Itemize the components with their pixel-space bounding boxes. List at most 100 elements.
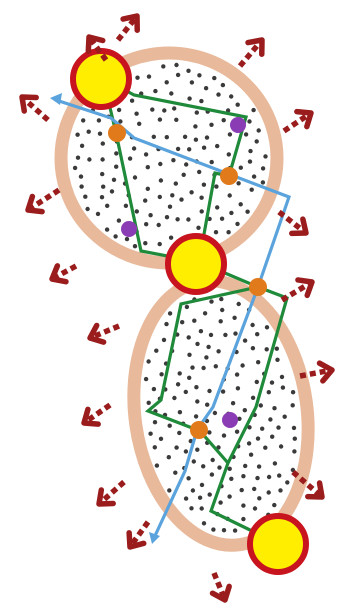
particle-dot: [100, 172, 104, 176]
particle-dot: [178, 410, 182, 414]
particle-dot: [189, 506, 193, 510]
orange-junction-dot-icon: [249, 278, 267, 296]
particle-dot: [180, 320, 184, 324]
particle-dot: [229, 211, 233, 215]
particle-dot: [292, 449, 296, 453]
particle-dot: [187, 376, 191, 380]
particle-dot: [257, 464, 261, 468]
particle-dot: [128, 156, 132, 160]
particle-dot: [221, 83, 225, 87]
particle-dot: [280, 375, 284, 379]
particle-dot: [187, 335, 191, 339]
particle-dot: [162, 108, 166, 112]
particle-dot: [214, 230, 218, 234]
particle-dot: [148, 432, 152, 436]
particle-dot: [202, 521, 206, 525]
particle-dot: [195, 342, 199, 346]
particle-dot: [132, 146, 136, 150]
particle-dot: [261, 166, 265, 170]
particle-dot: [153, 89, 157, 93]
particle-dot: [219, 319, 223, 323]
particle-dot: [244, 132, 248, 136]
dashed-outward-arrow-icon: [284, 106, 316, 131]
particle-dot: [253, 506, 257, 510]
particle-dot: [221, 389, 225, 393]
particle-dot: [159, 437, 163, 441]
particle-dot: [248, 149, 252, 153]
particle-dot: [169, 236, 173, 240]
particle-dot: [257, 496, 261, 500]
orange-junction-dot-icon: [108, 124, 126, 142]
particle-dot: [201, 366, 205, 370]
particle-dot: [209, 333, 213, 337]
particle-dot: [281, 385, 285, 389]
particle-dot: [187, 96, 191, 100]
particle-dot: [171, 158, 175, 162]
particle-dot: [235, 430, 239, 434]
particle-dot: [184, 390, 188, 394]
particle-dot: [147, 401, 151, 405]
particle-dot: [293, 437, 297, 441]
particle-dot: [75, 133, 79, 137]
particle-dot: [182, 173, 186, 177]
particle-dot: [265, 347, 269, 351]
particle-dot: [114, 165, 118, 169]
particle-dot: [207, 389, 211, 393]
particle-dot: [208, 492, 212, 496]
particle-dot: [80, 144, 84, 148]
particle-dot: [186, 476, 190, 480]
particle-dot: [101, 141, 105, 145]
particle-dot: [204, 355, 208, 359]
yellow-circle-node-icon: [250, 516, 306, 572]
particle-dot: [212, 76, 216, 80]
particle-dot: [137, 122, 141, 126]
particle-dot: [223, 333, 227, 337]
particle-dot: [195, 110, 199, 114]
particle-dot: [239, 202, 243, 206]
particle-dot: [209, 123, 213, 127]
particle-dot: [270, 380, 274, 384]
particle-dot: [144, 222, 148, 226]
particle-dot: [292, 426, 296, 430]
particle-dot: [198, 496, 202, 500]
particle-dot: [147, 74, 151, 78]
particle-dot: [143, 241, 147, 245]
particle-dot: [73, 166, 77, 170]
particle-dot: [214, 184, 218, 188]
particle-dot: [251, 346, 255, 350]
particle-dot: [243, 338, 247, 342]
particle-dot: [135, 76, 139, 80]
particle-dot: [276, 425, 280, 429]
particle-dot: [110, 189, 114, 193]
particle-dot: [240, 363, 244, 367]
particle-dot: [263, 446, 267, 450]
particle-dot: [200, 483, 204, 487]
particle-dot: [247, 441, 251, 445]
particle-dot: [222, 433, 226, 437]
particle-dot: [216, 92, 220, 96]
dashed-outward-arrow-icon: [93, 482, 124, 511]
particle-dot: [168, 424, 172, 428]
particle-dot: [206, 345, 210, 349]
particle-dot: [204, 86, 208, 90]
particle-dot: [125, 237, 129, 241]
particle-dot: [229, 477, 233, 481]
particle-dot: [201, 464, 205, 468]
particle-dot: [185, 305, 189, 309]
particle-dot: [267, 475, 271, 479]
particle-dot: [191, 488, 195, 492]
particle-dot: [117, 108, 121, 112]
particle-dot: [256, 360, 260, 364]
particle-dot: [218, 500, 222, 504]
particle-dot: [278, 488, 282, 492]
particle-dot: [100, 195, 104, 199]
particle-dot: [187, 147, 191, 151]
particle-dot: [168, 311, 172, 315]
particle-dot: [275, 347, 279, 351]
particle-dot: [250, 188, 254, 192]
particle-dot: [189, 190, 193, 194]
particle-dot: [135, 209, 139, 213]
particle-dot: [235, 372, 239, 376]
particle-dot: [248, 159, 252, 163]
particle-dot: [220, 217, 224, 221]
